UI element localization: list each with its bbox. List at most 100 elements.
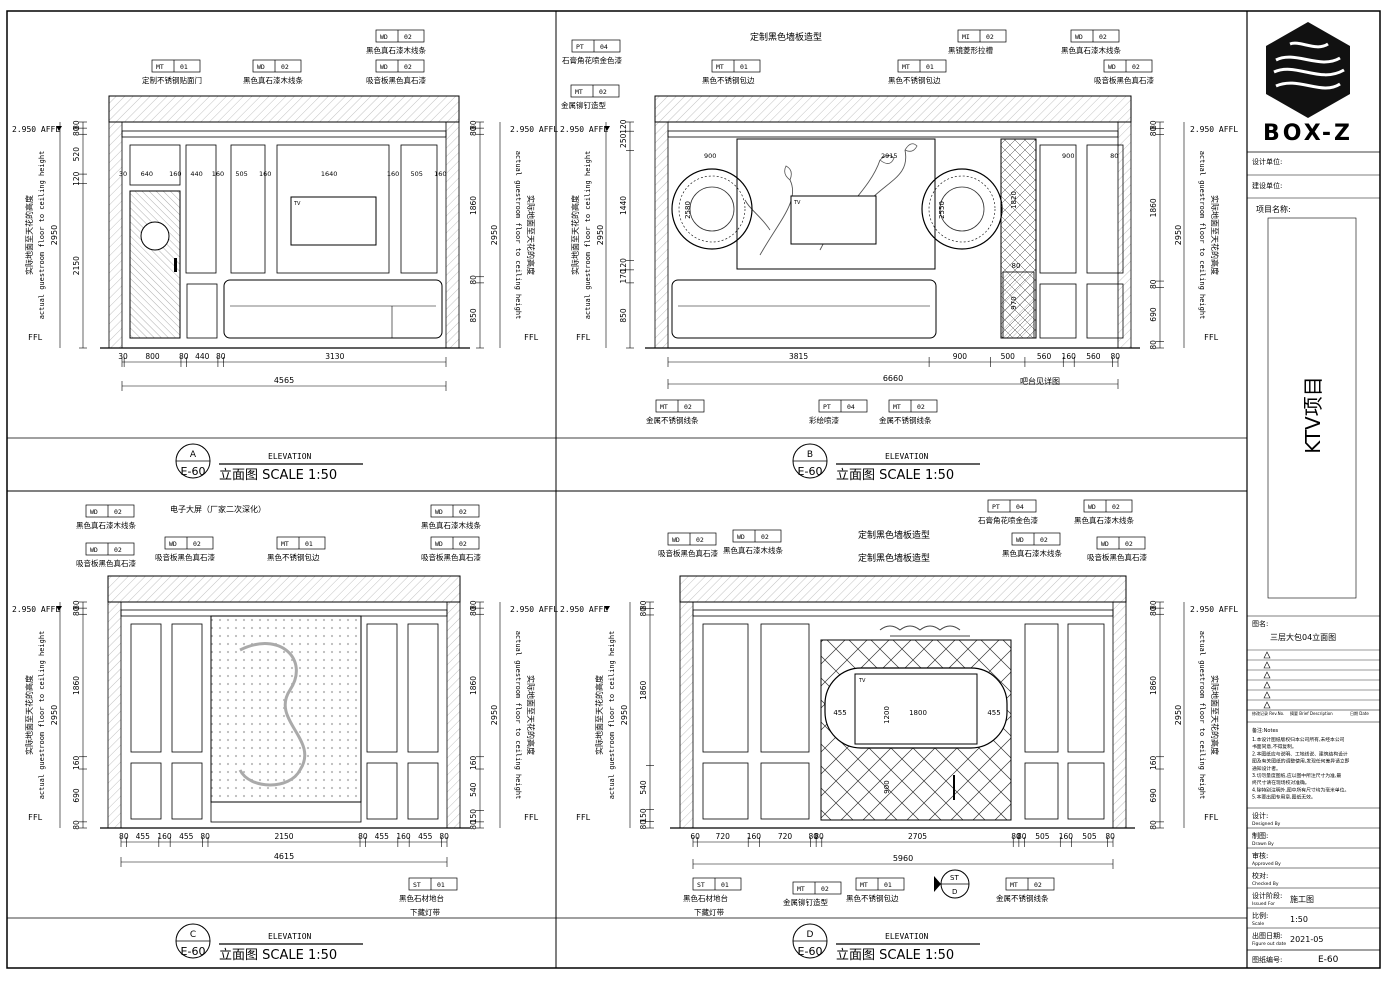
tag-number: 02 [1112, 503, 1120, 511]
tag-code: MI [962, 33, 970, 41]
tag-number: 02 [1034, 881, 1042, 889]
title-block: BOX-Z 设计单位: 建设单位: 项目名称: KTV项目 图名: 三层大包04… [1247, 22, 1380, 965]
tag-number: 02 [114, 546, 122, 554]
tag-description: 彩绘喷漆 [809, 415, 839, 425]
door-a [129, 190, 181, 339]
tag-box [692, 877, 742, 891]
cornice-ornament-d [879, 625, 970, 637]
tag-code: WD [257, 63, 265, 71]
ceiling-height-en: actual guestroom floor to ceiling height [514, 631, 522, 800]
height-value: 80 [1149, 279, 1158, 289]
tag-description: 石膏角花喷金色漆 [562, 55, 622, 65]
height-value: 80 [72, 120, 81, 130]
tag-number: 02 [1040, 536, 1048, 544]
revision-triangle-icon [1263, 661, 1271, 669]
dim-value: 3130 [325, 352, 344, 361]
signoff-value: 2021-05 [1290, 935, 1323, 944]
tag-number: 02 [821, 885, 829, 893]
signoff-label: 设计阶段: [1252, 891, 1282, 900]
dim-value-top: 160 [212, 170, 224, 178]
tag-number: 02 [1132, 63, 1140, 71]
dim-value: 2150 [274, 832, 293, 841]
ceiling-height-cn: 实际地面至天花的高度 [526, 195, 536, 275]
dim-value: 505 [1035, 832, 1050, 841]
tag-number: 04 [847, 403, 855, 411]
tag-code: MT [860, 881, 868, 889]
panel-b-4 [1086, 283, 1124, 339]
ceiling-height-cn: 实际地面至天花的高度 [594, 675, 604, 755]
tag-number: 04 [1016, 503, 1024, 511]
dim-value-top: 440 [190, 170, 202, 178]
tag-box [655, 399, 705, 413]
medallion-left-b [671, 168, 753, 250]
height-value: 80 [639, 820, 648, 830]
tag-code: WD [1108, 63, 1116, 71]
tag-code: PT [823, 403, 831, 411]
dim-total: 6660 [883, 374, 903, 383]
tag-box [164, 536, 214, 550]
tag-description: 金属不锈钢线条 [996, 893, 1049, 903]
ceiling-height-en: actual guestroom floor to ceiling height [1198, 151, 1206, 320]
view-letter: C [190, 930, 196, 940]
affl-label-right: 2.950 AFFL [1190, 125, 1238, 134]
ceiling-height-en: actual guestroom floor to ceiling height [1198, 631, 1206, 800]
ffl-label-left: FFL [28, 813, 43, 822]
dim-value: 60 [690, 832, 700, 841]
inner-dim: 2550 [938, 201, 946, 219]
tag-box [957, 29, 1007, 43]
tag-number: 01 [740, 63, 748, 71]
height-value: 540 [639, 780, 648, 795]
signoff-label: 制图: [1252, 831, 1268, 840]
tag-description: 黑色不锈钢包边 [267, 552, 320, 562]
ffl-label-left: FFL [28, 333, 43, 342]
tag-number: 04 [600, 43, 608, 51]
tag-box [1096, 536, 1146, 550]
dim-value-top: 80 [1110, 152, 1118, 160]
scale-caption: 立面图 SCALE 1:50 [836, 948, 954, 963]
svg-text:TV: TV [793, 200, 801, 206]
dim-value: 720 [716, 832, 731, 841]
signoff-value: 施工图 [1290, 894, 1314, 904]
tag-box [571, 39, 621, 53]
tag-number: 02 [761, 533, 769, 541]
inner-dim: 2580 [684, 201, 692, 219]
tag-box [430, 504, 480, 518]
level-marker-icon [56, 126, 62, 131]
dim-value: 160 [1062, 352, 1077, 361]
tag-number: 01 [437, 881, 445, 889]
tag-number: 01 [721, 881, 729, 889]
elevation-caption: ELEVATION [268, 452, 312, 461]
note-line: 5.本要出图专用章,图纸无效。 [1252, 794, 1316, 801]
dim-value-top: 505 [410, 170, 422, 178]
dim-value-top: 900 [704, 152, 716, 160]
wall-right-b [1117, 121, 1132, 349]
tag-box [252, 59, 302, 73]
height-value: 80 [72, 600, 81, 610]
ffl-label-right: FFL [524, 333, 539, 342]
height-value: 80 [72, 126, 81, 136]
tag-code: WD [380, 63, 388, 71]
tag-description: 吸音板黑色真石漆 [1087, 552, 1147, 562]
panel-a-2 [185, 144, 217, 274]
inner-dim: 1800 [909, 709, 927, 717]
ceiling-height-en: actual guestroom floor to ceiling height [38, 631, 46, 800]
height-overall-value: 2950 [1174, 225, 1183, 245]
view-sheet-ref: E-60 [181, 465, 206, 478]
dim-value: 900 [953, 352, 968, 361]
tag-box [888, 399, 938, 413]
tag-number: 02 [459, 540, 467, 548]
material-tag-b-8: PT 04 彩绘喷漆 [809, 399, 868, 425]
c-screen-note: 电子大屏（厂家二次深化） [170, 504, 266, 514]
boxz-logo [1266, 22, 1350, 118]
